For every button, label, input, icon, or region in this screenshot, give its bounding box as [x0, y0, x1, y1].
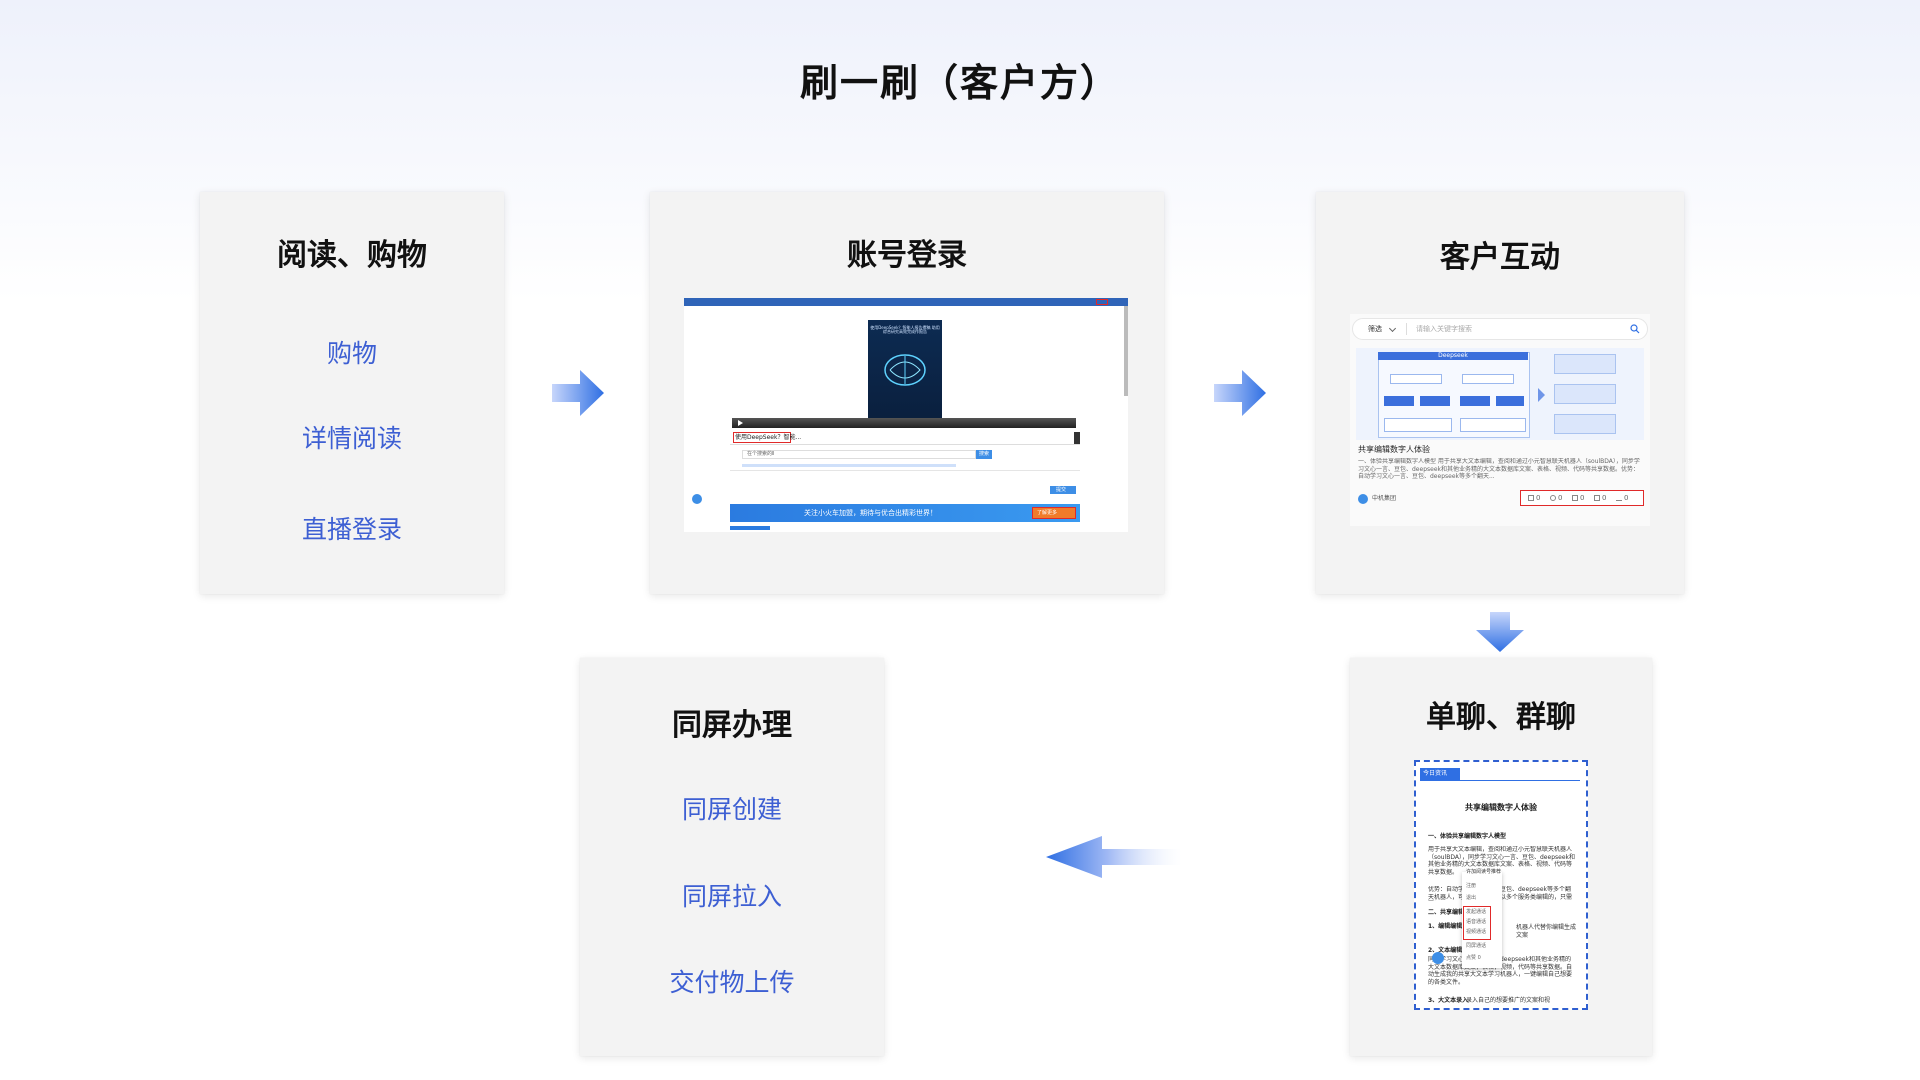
search-button[interactable]: 搜索	[976, 450, 992, 459]
play-icon[interactable]	[738, 420, 743, 426]
download-icon[interactable]	[1616, 495, 1622, 501]
brain-icon	[884, 354, 926, 386]
card-title: 同屏办理	[672, 708, 792, 743]
keyword-search-input[interactable]: 请输入关键字搜索	[1416, 325, 1472, 333]
like-icon[interactable]	[1528, 495, 1534, 501]
menu-item-logout[interactable]: 退出	[1466, 895, 1477, 901]
card-title: 账号登录	[847, 238, 967, 273]
section-heading: 一、体验共享编辑数字人模型	[1428, 833, 1507, 840]
menu-item-voice-call[interactable]: 语音通话	[1466, 919, 1487, 925]
chat-screenshot: 今日资讯 共享编辑数字人体验 一、体验共享编辑数字人模型 用于共享大文本编辑，查…	[1414, 760, 1588, 1010]
chevron-right-icon[interactable]	[1074, 432, 1080, 444]
call-options-highlight	[1463, 906, 1491, 940]
like-count[interactable]: 0	[1536, 494, 1541, 502]
card-account-login: 账号登录 使用DeepSeek？智能人报告撰稿 助用综合研究高效完成作报告 使用…	[650, 192, 1164, 594]
menu-hint: 许加阅读号推荐	[1466, 869, 1502, 875]
card-title: 阅读、购物	[277, 238, 427, 273]
card-title: 客户互动	[1440, 240, 1560, 275]
page-title: 刷一刷（客户方）	[799, 61, 1120, 105]
stats-highlight	[1520, 490, 1644, 506]
avatar	[1358, 494, 1368, 504]
submit-button[interactable]: 提交	[1050, 486, 1076, 494]
share-icon[interactable]	[1572, 495, 1578, 501]
video-caption: 使用DeepSeek？智能人报告撰稿 助用综合研究高效完成作报告	[870, 325, 940, 334]
share-count[interactable]: 0	[1580, 494, 1585, 502]
menu-item-screen-share[interactable]: 同屏通话	[1466, 943, 1487, 949]
item-shopping[interactable]: 购物	[326, 339, 377, 368]
paragraph: 用于共享大文本编辑，查阅和通过小元智慧联天机器人（soulBDA），同步学习文心…	[1428, 846, 1575, 876]
card-screen-share: 同屏办理 同屏创建 同屏拉入 交付物上传	[580, 658, 884, 1056]
post-title[interactable]: 共享编辑数字人体验	[1358, 445, 1430, 454]
doc-title: 共享编辑数字人体验	[1465, 803, 1537, 812]
chevron-right-icon	[1538, 388, 1545, 402]
context-menu	[1462, 872, 1502, 968]
interaction-screenshot: 筛选 请输入关键字搜索 Deepseek 共享编辑数字人体验 一、体验共享编辑数…	[1350, 314, 1650, 526]
item-screen-create[interactable]: 同屏创建	[681, 795, 782, 824]
list-text: 同步学习文心一言、豆包、deepseek和其他业务精的大文本数据库文案，表格，视…	[1428, 956, 1573, 986]
comment-count[interactable]: 0	[1558, 494, 1563, 502]
list-text: 录入自己的想要推广的文案和视	[1466, 997, 1551, 1004]
arrow-right-icon	[552, 370, 604, 416]
menu-item-like[interactable]: 点赞 0	[1466, 955, 1481, 961]
tab-label[interactable]: 使用DeepSeek？智能...	[733, 432, 802, 443]
card-customer-interaction: 客户互动 筛选 请输入关键字搜索 Deepseek 共享编辑数字人体验 一、体验…	[1316, 192, 1684, 594]
item-detail-reading[interactable]: 详情阅读	[301, 424, 402, 453]
item-screen-join[interactable]: 同屏拉入	[681, 882, 782, 911]
banner-text: 关注小火车加盟，期待与优合出精彩世界！	[804, 509, 937, 517]
tab-today-news[interactable]: 今日资讯	[1420, 768, 1460, 780]
arrow-left-icon	[1046, 836, 1182, 878]
card-title: 单聊、群聊	[1426, 700, 1576, 735]
list-heading: 1、编辑编辑	[1428, 923, 1463, 930]
filter-dropdown[interactable]: 筛选	[1368, 325, 1382, 333]
menu-item-video-call[interactable]: 视频通话	[1466, 929, 1487, 935]
post-description: 一、体验共享编辑数字人模型 用于共享大文本编辑，查阅和通过小元智慧联天机器人（s…	[1358, 458, 1640, 480]
post-author: 中机集团	[1372, 495, 1397, 502]
download-count[interactable]: 0	[1624, 494, 1629, 502]
banner-button[interactable]: 了解更多	[1032, 507, 1076, 519]
search-icon[interactable]	[1630, 324, 1640, 334]
paragraph: 优势：自动学习文心一言、豆包、deepseek等多个翻天机器人，可以多共享，可以…	[1428, 886, 1576, 901]
card-chat: 单聊、群聊 今日资讯 共享编辑数字人体验 一、体验共享编辑数字人模型 用于共享大…	[1350, 658, 1652, 1056]
arrow-right-icon	[1214, 370, 1266, 416]
section-heading: 二、共享编辑	[1428, 909, 1465, 916]
flow-header: Deepseek	[1378, 352, 1528, 360]
item-live-login[interactable]: 直播登录	[301, 515, 402, 544]
star-icon[interactable]	[1594, 495, 1600, 501]
comment-icon[interactable]	[1550, 495, 1556, 501]
menu-item-register[interactable]: 注册	[1466, 883, 1477, 889]
list-heading: 3、大文本录入	[1428, 997, 1469, 1004]
logo-icon	[692, 494, 702, 504]
comment-input[interactable]: 在个搜索的Ⅱ	[742, 450, 976, 459]
card-read-shopping: 阅读、购物 购物 详情阅读 直播登录	[200, 192, 504, 594]
menu-item-start-call[interactable]: 发起通话	[1466, 909, 1487, 915]
login-screenshot: 使用DeepSeek？智能人报告撰稿 助用综合研究高效完成作报告 使用DeepS…	[684, 298, 1128, 532]
list-heading: 2、文本编辑	[1428, 947, 1463, 954]
avatar	[1432, 952, 1444, 964]
favorite-count[interactable]: 0	[1602, 494, 1607, 502]
item-deliverable-upload[interactable]: 交付物上传	[669, 968, 795, 997]
list-text: 机器人代替你编辑生成文案	[1516, 924, 1577, 939]
arrow-down-icon	[1476, 612, 1524, 652]
